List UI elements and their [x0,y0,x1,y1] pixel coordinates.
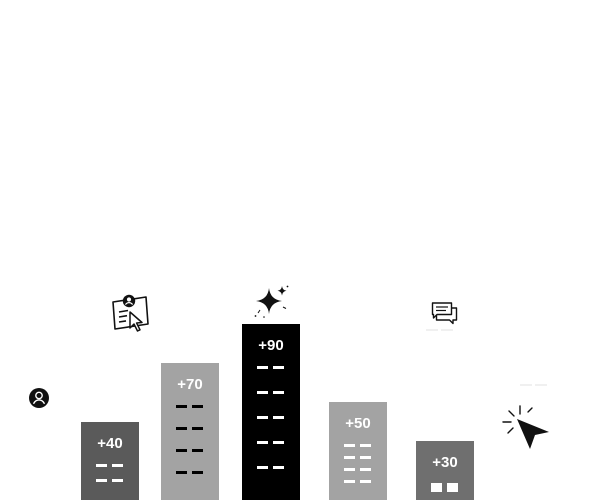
user-circle-icon [28,387,50,409]
chat-placeholder-dashes [426,329,456,332]
bar-1: +40 [81,422,139,500]
bar-1-placeholder-line [81,479,139,482]
bar-4-placeholder-line [329,480,387,483]
bar-2: +70 [161,363,219,500]
bar-1-value-label: +40 [97,435,123,452]
bar-2-placeholder-line [161,405,219,408]
bar-3-placeholder-line [242,391,300,394]
bar-4-placeholder-line [329,444,387,447]
cursor-click-icon [500,404,552,452]
bar-5-placeholder-line [416,485,474,488]
bar-2-placeholder-line [161,427,219,430]
bar-2-placeholder-line [161,471,219,474]
bar-3: +90 [242,324,300,500]
chat-bubbles-icon [430,300,460,326]
bar-3-placeholder-line [242,466,300,469]
bar-4-placeholder-line [329,456,387,459]
bar-5: +30 [416,441,474,500]
sparkles-icon [252,284,292,320]
bar-4-value-label: +50 [345,415,371,432]
bar-1-placeholder-line [81,464,139,467]
bar-5-placeholder-line [416,483,474,486]
bar-2-value-label: +70 [177,376,203,393]
bar-5-value-label: +30 [432,454,458,471]
bar-2-placeholder-line [161,449,219,452]
bar-3-placeholder-line [242,441,300,444]
profile-card-click-icon [108,290,152,334]
bar-4-placeholder-line [329,468,387,471]
bar-4: +50 [329,402,387,500]
cursor-placeholder-dashes [520,384,550,387]
bar-3-value-label: +90 [258,337,284,354]
bar-3-placeholder-line [242,416,300,419]
bar-3-placeholder-line [242,366,300,369]
bar-5-placeholder-line [416,487,474,490]
bar-5-placeholder-line [416,489,474,492]
